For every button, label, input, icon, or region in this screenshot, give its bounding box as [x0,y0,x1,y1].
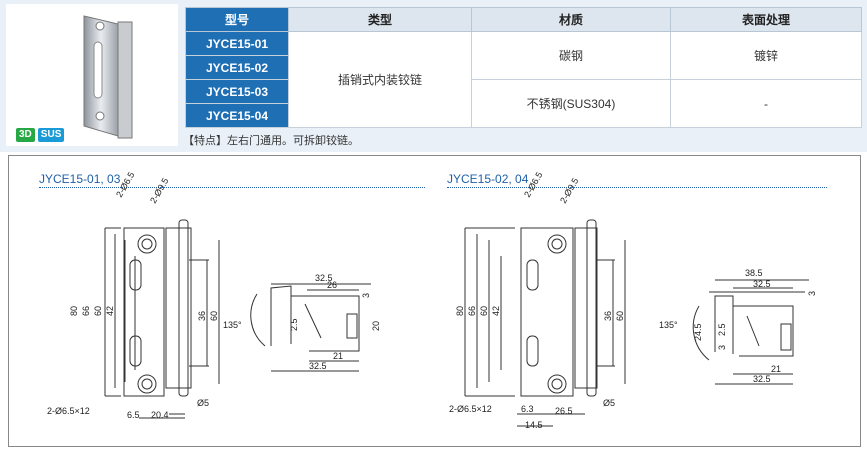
dim-pin: Ø5 [197,398,209,408]
title-underline [39,187,425,188]
dim-slot: 2-Ø6.5×12 [47,406,90,416]
dim-height-60: 60 [93,306,103,316]
product-header-panel: 3D SUS 型号 类型 材质 表面处理 JYCE15-01 插销式内装铰链 碳… [0,0,867,152]
dim-hole-large: 2-Ø9.5 [558,176,580,205]
dim-3: 3 [807,291,817,296]
dim-2-5: 2.5 [717,323,727,336]
header-material: 材质 [471,7,671,32]
model-cell[interactable]: JYCE15-03 [185,79,289,104]
dim-2-5: 2.5 [289,318,299,331]
dim-angle: 135° [223,320,242,330]
dim-slot: 2-Ø6.5×12 [449,404,492,414]
left-section-view [250,283,371,372]
dim-3-lower: 3 [717,345,727,350]
dim-height-60-right: 60 [209,311,219,321]
dim-21: 21 [771,364,781,374]
hinge-photo-image [83,15,133,139]
model-cell[interactable]: JYCE15-02 [185,55,289,80]
dim-height-80: 80 [69,306,79,316]
spec-table: 型号 类型 材质 表面处理 JYCE15-01 插销式内装铰链 碳钢 镀锌 JY… [185,7,862,128]
title-underline [447,187,827,188]
header-model: 型号 [185,7,289,32]
dim-width-20-4: 20.4 [151,410,169,420]
dim-height-42: 42 [105,306,115,316]
finish-cell: 镀锌 [670,31,862,80]
dim-32-5: 32.5 [315,273,333,283]
dim-height-60: 60 [479,306,489,316]
left-front-view [104,219,220,419]
material-cell: 不锈钢(SUS304) [471,79,671,128]
dim-20: 20 [371,321,381,331]
dim-hole-small: 2-Ø6.5 [114,170,136,199]
drawing-panel: JYCE15-01, 03 JYCE15-02, 04 2-Ø6.5 2-Ø9.… [8,155,861,447]
3d-badge[interactable]: 3D [16,128,35,142]
drawing-title-left: JYCE15-01, 03 [39,172,121,186]
model-cell[interactable]: JYCE15-04 [185,103,289,128]
product-photo: 3D SUS [6,4,178,146]
dim-3: 3 [361,293,371,298]
header-finish: 表面处理 [670,7,862,32]
dim-height-66: 66 [467,306,477,316]
model-cell[interactable]: JYCE15-01 [185,31,289,56]
dim-width-26-5: 26.5 [555,406,573,416]
dim-height-36: 36 [197,311,207,321]
right-front-view [464,219,626,427]
dim-pin: Ø5 [603,398,615,408]
finish-cell: - [670,79,862,128]
dim-height-60-right: 60 [615,311,625,321]
dim-height-66: 66 [81,306,91,316]
header-type: 类型 [288,7,472,32]
dim-hole-small: 2-Ø6.5 [522,170,544,199]
dim-width-6-3: 6.3 [521,404,534,414]
material-cell: 碳钢 [471,31,671,80]
dim-26: 26 [327,280,337,290]
dim-32-5-bottom: 32.5 [753,374,771,384]
dim-height-36: 36 [603,311,613,321]
dim-32-5: 32.5 [753,279,771,289]
drawing-title-right: JYCE15-02, 04 [447,172,529,186]
dim-width-6-5: 6.5 [127,410,140,420]
dim-height-80: 80 [455,306,465,316]
type-cell: 插销式内装铰链 [288,31,472,128]
dim-38-5: 38.5 [745,268,763,278]
dim-21: 21 [333,351,343,361]
dim-32-5-bottom: 32.5 [309,361,327,371]
technical-drawing: 2-Ø6.5 2-Ø9.5 80 66 60 42 36 60 2-Ø6.5×1… [47,170,817,430]
feature-note: 【特点】左右门通用。可拆卸铰链。 [183,135,359,147]
dim-height-42: 42 [491,306,501,316]
dim-width-14-5: 14.5 [525,420,543,430]
right-section-view [692,279,809,385]
dim-hole-large: 2-Ø9.5 [148,176,170,205]
sus-badge[interactable]: SUS [37,128,65,142]
dim-24-5: 24.5 [693,323,703,341]
dim-angle: 135° [659,320,678,330]
